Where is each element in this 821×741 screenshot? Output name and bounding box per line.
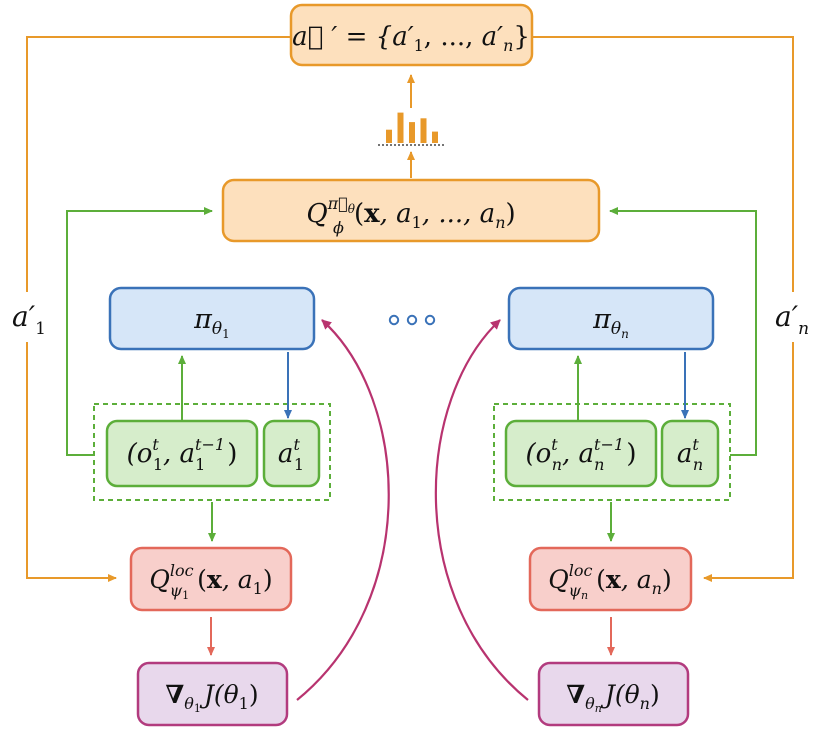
agent-1-input-group — [93, 403, 331, 501]
histogram-bar — [386, 129, 392, 143]
right-side-label: a′n — [775, 300, 809, 339]
grad-n-to-policy-n-curve — [434, 319, 529, 701]
right-obs-to-critic-line — [609, 207, 757, 456]
ellipsis-dot — [406, 314, 418, 326]
histogram-bar — [420, 118, 427, 143]
histogram-bar — [397, 112, 404, 143]
action-distribution-histogram — [386, 112, 438, 143]
agent-n-input-group — [493, 403, 731, 501]
agents-ellipsis — [388, 314, 436, 326]
grad-1-to-policy-1-curve — [296, 319, 390, 701]
ellipsis-dot — [424, 314, 436, 326]
policy-1-box: πθ1 — [108, 286, 316, 351]
histogram-bar — [432, 131, 438, 143]
ellipsis-dot — [388, 314, 400, 326]
joint-action-label: a⃗ ′ = {a′1, ..., a′n} — [292, 22, 530, 55]
joint-action-box: a⃗ ′ = {a′1, ..., a′n} — [289, 3, 534, 67]
left-obs-to-critic-line — [66, 207, 213, 456]
policy-n-box: πθn — [507, 286, 715, 351]
policy-1-label: πθ1 — [193, 304, 230, 341]
policy-n-label: πθn — [592, 304, 629, 341]
histogram-bar — [409, 122, 415, 143]
left-side-label: a′1 — [12, 300, 46, 339]
